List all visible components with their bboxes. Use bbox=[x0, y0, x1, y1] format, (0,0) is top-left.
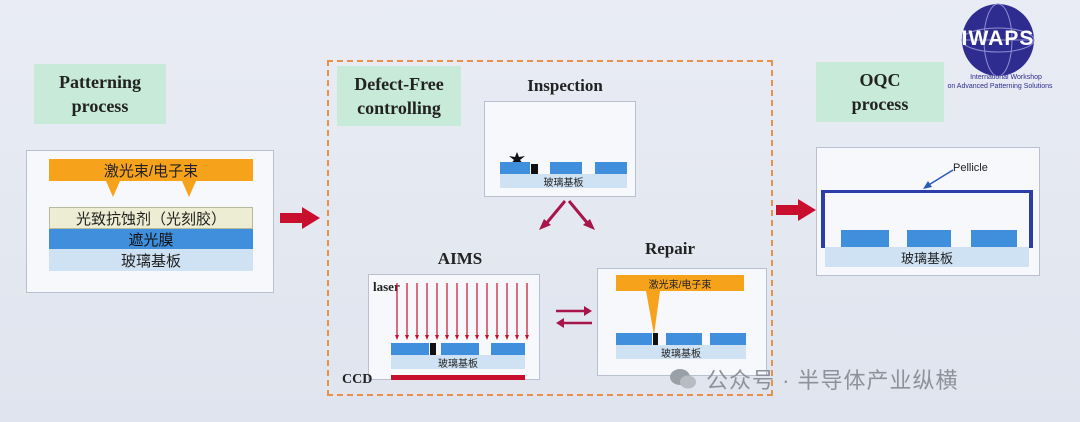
mask-layer: 遮光膜 bbox=[49, 229, 253, 249]
oqc-title-line1: OQC bbox=[859, 70, 901, 90]
inspection-panel: 玻璃基板 bbox=[484, 101, 636, 197]
beam-cone bbox=[646, 291, 660, 335]
glass-substrate: 玻璃基板 bbox=[49, 249, 253, 271]
photoresist-layer: 光致抗蚀剂（光刻胶） bbox=[49, 207, 253, 229]
pellicle-membrane bbox=[823, 190, 1033, 193]
repair-panel: 激光束/电子束 玻璃基板 bbox=[597, 268, 767, 376]
repair-defect bbox=[653, 333, 658, 345]
patterning-title: Patterning process bbox=[34, 64, 166, 124]
repair-substrate: 玻璃基板 bbox=[616, 345, 746, 360]
oqc-block-2 bbox=[907, 230, 951, 247]
aims-ccd-label: CCD bbox=[342, 372, 373, 387]
oqc-panel: Pellicle 玻璃基板 bbox=[816, 147, 1040, 276]
pellicle-frame-left bbox=[821, 190, 825, 248]
defect-free-title-line1: Defect-Free bbox=[354, 74, 444, 94]
oqc-block-1 bbox=[841, 230, 889, 247]
aims-block-1 bbox=[391, 343, 429, 355]
patterning-panel: 激光束/电子束 光致抗蚀剂（光刻胶） 遮光膜 玻璃基板 bbox=[26, 150, 274, 293]
aims-block-3 bbox=[491, 343, 525, 355]
beam-chevron-right bbox=[182, 181, 196, 197]
flow-arrow-right-2 bbox=[776, 199, 816, 221]
aims-laser-label: laser bbox=[373, 279, 400, 294]
aims-block-2 bbox=[441, 343, 479, 355]
aims-repair-arrows bbox=[556, 306, 592, 328]
aims-substrate: 玻璃基板 bbox=[391, 355, 525, 370]
defect-free-title-line2: controlling bbox=[357, 98, 441, 118]
laser-rays bbox=[395, 283, 529, 340]
iwaps-logo: IWAPS International Workshop on Advanced… bbox=[930, 2, 1070, 94]
repair-beam-bar: 激光束/电子束 bbox=[616, 275, 744, 291]
patterning-title-line1: Patterning bbox=[59, 72, 141, 92]
flow-arrow-right-1 bbox=[280, 207, 320, 229]
pellicle-frame-right bbox=[1029, 190, 1033, 248]
oqc-substrate: 玻璃基板 bbox=[825, 247, 1029, 267]
repair-title: Repair bbox=[644, 239, 696, 258]
pellicle-label: Pellicle bbox=[953, 162, 988, 174]
inspection-title: Inspection bbox=[527, 76, 603, 95]
ccd-sensor bbox=[391, 375, 525, 380]
aims-panel: laser 玻璃基板 bbox=[368, 274, 540, 380]
patterning-beam-bar: 激光束/电子束 bbox=[49, 159, 253, 181]
defect-free-region bbox=[327, 60, 773, 396]
aims-title: AIMS bbox=[437, 249, 483, 268]
watermark-text: 公众号 · 半导体产业纵横 bbox=[706, 368, 959, 393]
pellicle-pointer bbox=[923, 169, 954, 189]
beam-chevron-left bbox=[106, 181, 120, 197]
repair-block-3 bbox=[710, 333, 746, 345]
inspection-branch-arrows bbox=[539, 200, 595, 230]
inspection-defect bbox=[531, 164, 538, 176]
logo-name: IWAPS bbox=[961, 27, 1035, 50]
watermark: 公众号 · 半导体产业纵横 bbox=[668, 364, 1068, 394]
logo-subtitle-2: on Advanced Patterning Solutions bbox=[947, 83, 1053, 90]
oqc-title: OQC process bbox=[816, 62, 944, 122]
inspection-substrate: 玻璃基板 bbox=[500, 174, 627, 189]
oqc-title-line2: process bbox=[851, 94, 909, 114]
repair-block-2 bbox=[666, 333, 702, 345]
logo-subtitle-1: International Workshop bbox=[970, 74, 1042, 81]
aims-defect bbox=[430, 343, 436, 355]
defect-free-title: Defect-Free controlling bbox=[337, 66, 461, 126]
repair-block-1 bbox=[616, 333, 652, 345]
globe-icon bbox=[961, 3, 1035, 77]
inspection-block-1 bbox=[500, 162, 530, 174]
inspection-block-3 bbox=[595, 162, 627, 174]
wechat-icon bbox=[670, 369, 696, 389]
inspection-block-2 bbox=[550, 162, 582, 174]
patterning-title-line2: process bbox=[71, 96, 129, 116]
oqc-block-3 bbox=[971, 230, 1017, 247]
